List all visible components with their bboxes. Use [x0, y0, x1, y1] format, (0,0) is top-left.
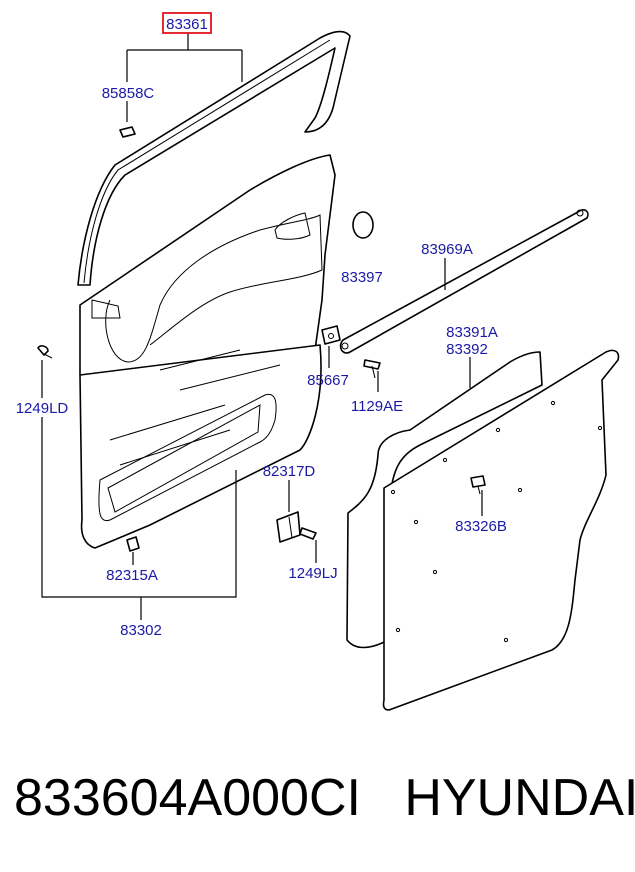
callout-85858c: 85858C	[102, 85, 155, 102]
callout-83397: 83397	[341, 269, 383, 286]
clip-85858c	[119, 126, 136, 138]
callout-83361: 83361	[166, 16, 208, 33]
screw-1129ae	[363, 359, 381, 379]
callout-83326b: 83326B	[455, 518, 507, 535]
clip-83326b	[470, 475, 486, 495]
callout-1129ae: 1129AE	[351, 398, 403, 415]
callout-83391a: 83391A	[446, 324, 498, 341]
retainer-82315a	[126, 536, 140, 552]
door-trim-panel	[79, 154, 336, 549]
screw-1249lj	[299, 527, 317, 540]
clip-1249ld	[37, 345, 53, 359]
grommet-83397	[352, 211, 374, 239]
callout-83392: 83392	[446, 341, 488, 358]
switch-82317d	[276, 511, 301, 543]
door-rod-83969a	[339, 209, 589, 354]
caption-gap	[361, 769, 404, 827]
callout-1249ld: 1249LD	[16, 400, 69, 417]
highlight-box	[162, 12, 212, 34]
callout-82315a: 82315A	[106, 567, 158, 584]
callout-83302: 83302	[120, 622, 162, 639]
inner-panel	[382, 349, 620, 711]
callout-1249lj: 1249LJ	[288, 565, 337, 582]
caption-brand: HYUNDAI	[404, 769, 635, 827]
caption: 833604A000CI HYUNDAI	[14, 768, 635, 828]
bracket-85667	[321, 325, 341, 345]
callout-82317d: 82317D	[263, 463, 316, 480]
caption-part-number: 833604A000CI	[14, 769, 361, 827]
weatherstrip-83361	[77, 30, 351, 286]
leader-lines	[41, 33, 483, 620]
callout-83969a: 83969A	[421, 241, 473, 258]
callout-85667: 85667	[307, 372, 349, 389]
